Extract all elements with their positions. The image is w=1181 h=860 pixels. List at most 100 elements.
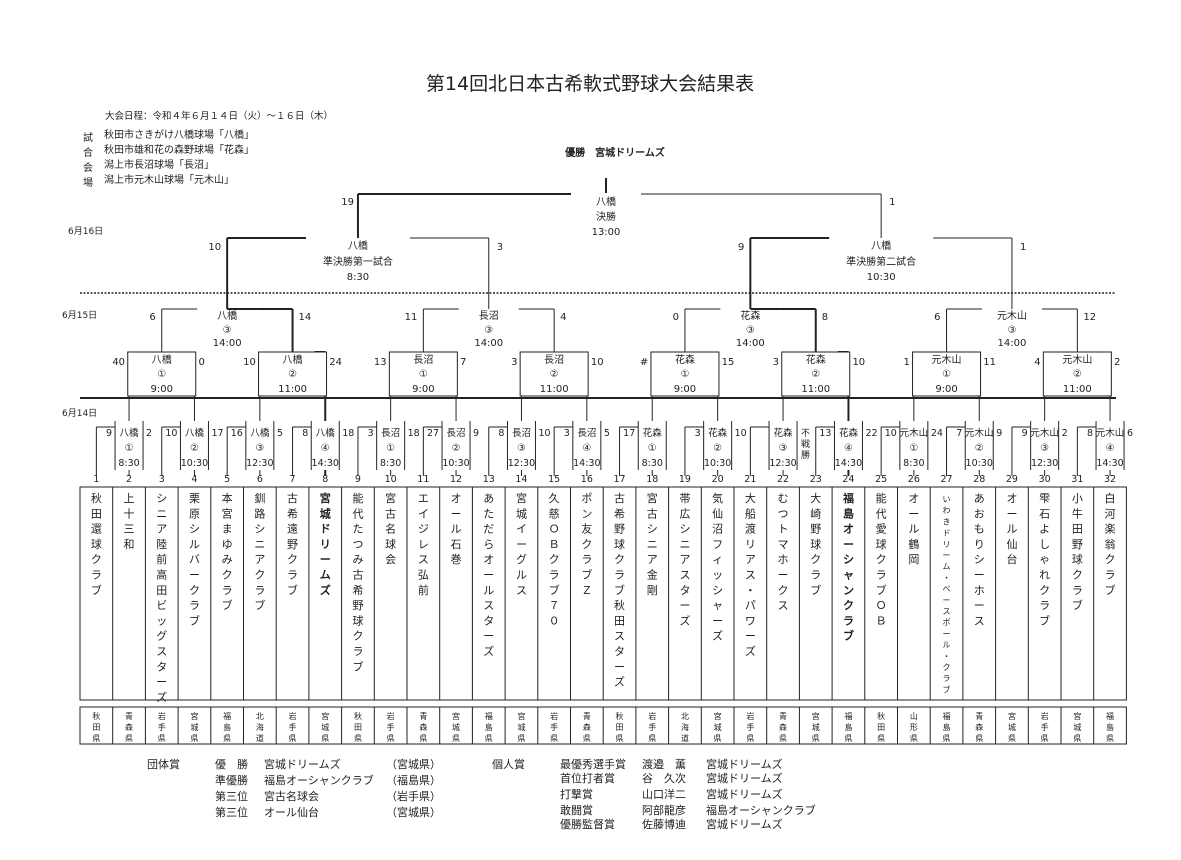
r1-game-no: ④ <box>1106 443 1115 454</box>
team-prefecture-char: 森 <box>419 722 427 732</box>
r1-box-bg <box>1030 421 1059 470</box>
team-name-char: バ <box>189 553 200 566</box>
team-name-char: ワ <box>745 614 756 627</box>
team-prefecture-char: 県 <box>223 734 231 743</box>
team-name-char: リ <box>745 538 756 551</box>
team-name-char: 希 <box>352 583 363 597</box>
r1-walkover-char: 勝 <box>801 449 810 461</box>
team-name-char: た <box>352 523 363 536</box>
team-name-char: ク <box>287 553 298 566</box>
semi-venue: 八橋 <box>348 239 368 252</box>
team-name-char: ブ <box>189 613 200 627</box>
team-name-char: 気 <box>712 491 723 505</box>
venue-label-char: 合 <box>83 146 93 159</box>
r1-venue: 八橋 <box>120 427 140 439</box>
r1-time: 14:30 <box>835 458 862 469</box>
team-name-char: ラ <box>943 674 951 683</box>
r1-right-score: 22 <box>865 428 877 439</box>
team-name-char: シ <box>647 523 658 536</box>
team-name-char: 能 <box>876 491 887 505</box>
team-name-char: ラ <box>352 645 363 658</box>
team-prefecture-char: 秋 <box>92 711 100 721</box>
r1-time: 10:30 <box>704 458 731 469</box>
r2-right-score: 10 <box>591 357 604 368</box>
team-award-rank: 第三位 <box>215 790 248 803</box>
r2-right-score: 0 <box>198 357 204 368</box>
r3-left-score: 11 <box>405 312 418 323</box>
team-name-char: 栗 <box>189 492 200 505</box>
r2-game-no: ① <box>157 369 166 380</box>
final-venue: 八橋 <box>596 195 616 208</box>
team-name-char: 路 <box>254 507 265 520</box>
team-name-char: エ <box>418 492 429 505</box>
r1-time: 12:30 <box>246 458 273 469</box>
team-prefecture-char: 県 <box>452 734 460 743</box>
team-name-char: よ <box>1039 523 1050 536</box>
team-name-char: リ <box>943 540 951 549</box>
team-name-char: ブ <box>614 583 625 597</box>
r1-game-no: ④ <box>844 443 853 454</box>
team-name-char: み <box>222 553 233 566</box>
venue-label-char: 試 <box>83 131 93 144</box>
team-name-char: ク <box>614 553 625 566</box>
final-name: 決勝 <box>596 210 616 223</box>
team-name-char: イ <box>418 507 429 520</box>
team-name-char: だ <box>483 523 494 536</box>
r2-game-no: ① <box>419 369 428 380</box>
team-name-char: ブ <box>876 583 887 597</box>
team-name-char: タ <box>483 614 494 627</box>
team-name-char: 渡 <box>745 522 756 536</box>
team-prefecture-char: 宮 <box>452 711 460 721</box>
team-prefecture-char: 手 <box>648 722 656 732</box>
r3-venue: 花森 <box>740 309 760 322</box>
team-prefecture-char: 県 <box>419 734 427 743</box>
team-name-char: ビ <box>156 599 167 612</box>
r1-venue: 花森 <box>774 427 794 439</box>
team-name-char: グ <box>156 629 167 643</box>
r2-game-no: ① <box>680 369 689 380</box>
individual-awards-label: 個人賞 <box>492 758 525 771</box>
team-name-char: い <box>943 495 951 504</box>
team-name-char: ニ <box>254 538 265 551</box>
team-name-char: 白 <box>1105 491 1116 505</box>
r2-time: 11:00 <box>278 384 307 395</box>
team-prefecture-char: 北 <box>681 712 689 721</box>
team-name-char: ブ <box>810 583 821 597</box>
r1-time: 8:30 <box>903 458 924 469</box>
team-name-char: ア <box>679 553 690 566</box>
team-name-char: 翁 <box>1105 537 1116 551</box>
r2-venue: 元木山 <box>1062 354 1092 366</box>
team-name-char: ク <box>91 553 102 566</box>
team-prefecture-char: 城 <box>1008 723 1016 732</box>
semi-name: 準決勝第一試合 <box>323 255 393 268</box>
team-prefecture-char: 宮 <box>812 711 820 721</box>
team-name-char: ク <box>943 663 951 672</box>
r2-right-score: 10 <box>852 357 865 368</box>
team-name-char: ラ <box>810 569 821 582</box>
team-name-char: 秋 <box>91 491 102 505</box>
r1-box-bg <box>442 421 471 470</box>
team-prefecture-char: 県 <box>1008 734 1016 743</box>
team-number: 9 <box>355 474 361 485</box>
r1-right-score: 5 <box>277 428 283 439</box>
r1-venue: 八橋 <box>316 427 336 439</box>
team-name-char: 石 <box>1039 507 1050 520</box>
team-number: 18 <box>646 474 658 485</box>
r1-box-bg <box>311 421 340 470</box>
team-name-char: オ <box>908 492 919 505</box>
team-name-char: ラ <box>876 569 887 582</box>
venue-line: 潟上市長沼球場「長沼」 <box>104 158 214 171</box>
team-name-char: た <box>483 507 494 520</box>
r3-venue: 元木山 <box>997 310 1027 322</box>
r1-time: 12:30 <box>1031 458 1058 469</box>
team-name-char: ズ <box>712 629 723 643</box>
team-name-char: ・ <box>943 652 951 661</box>
semi-time: 8:30 <box>347 272 369 283</box>
team-name-char: み <box>352 553 363 566</box>
team-name-char: 能 <box>352 491 363 505</box>
team-prefecture-char: 県 <box>485 734 493 743</box>
r2-time: 9:00 <box>935 384 957 395</box>
r2-venue: 花森 <box>675 353 695 366</box>
r1-venue: 長沼 <box>512 428 531 439</box>
team-name-char: ブ <box>222 598 233 612</box>
